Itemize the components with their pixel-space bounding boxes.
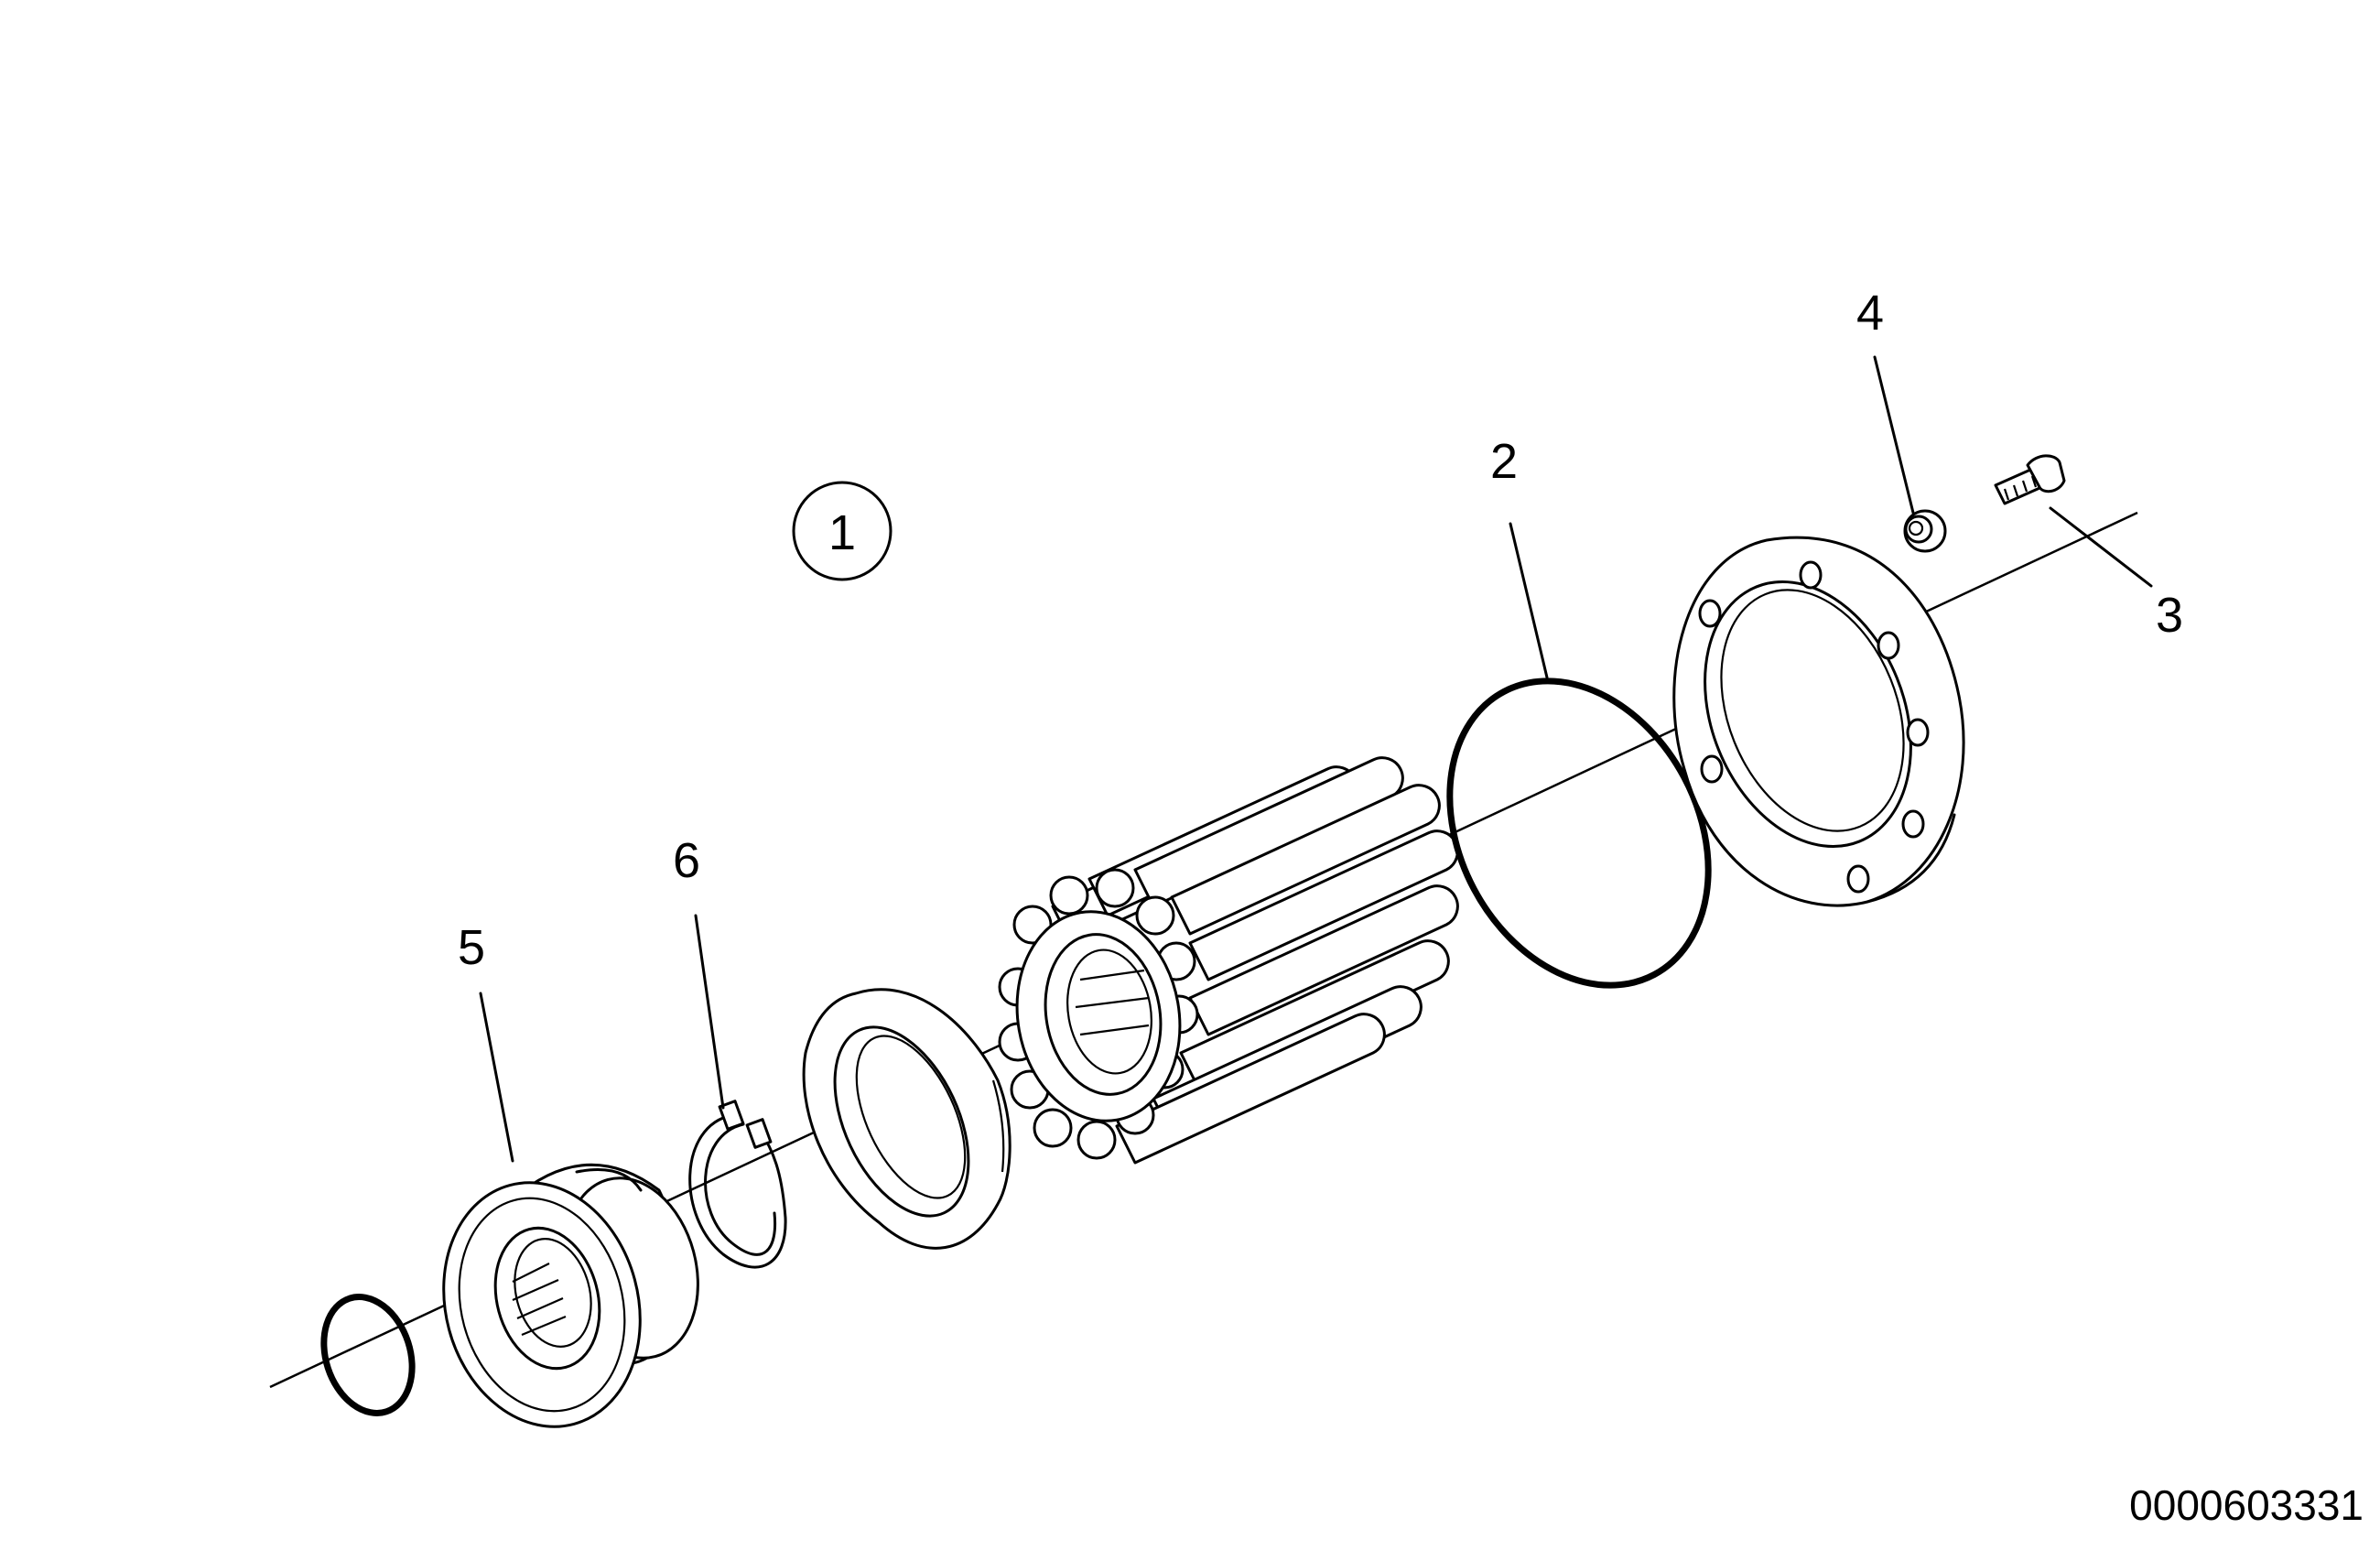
o-ring-large — [1446, 678, 1712, 989]
impeller — [998, 756, 1459, 1165]
label-part-4: 4 — [1856, 286, 1884, 341]
label-part-6: 6 — [673, 833, 700, 888]
label-part-2: 2 — [1490, 434, 1518, 489]
leader-line-5 — [479, 992, 514, 1163]
leader-line-6 — [694, 914, 725, 1110]
o-ring-small — [320, 1294, 416, 1416]
circlip — [688, 1100, 787, 1269]
assembly-callout: 1 — [792, 481, 892, 581]
drawing-id: 0000603331 — [2129, 1481, 2364, 1529]
leader-line-4 — [1873, 355, 1915, 515]
bolt — [1994, 454, 2066, 505]
label-part-5: 5 — [458, 920, 485, 975]
leader-line-3 — [2049, 506, 2153, 588]
washer — [1903, 509, 1947, 553]
cover-plate — [1672, 536, 1965, 907]
seal-housing — [442, 1163, 699, 1428]
wear-plate — [802, 988, 1012, 1250]
label-part-3: 3 — [2156, 588, 2183, 643]
assembly-callout-number: 1 — [828, 505, 856, 560]
leader-line-2 — [1509, 522, 1549, 679]
